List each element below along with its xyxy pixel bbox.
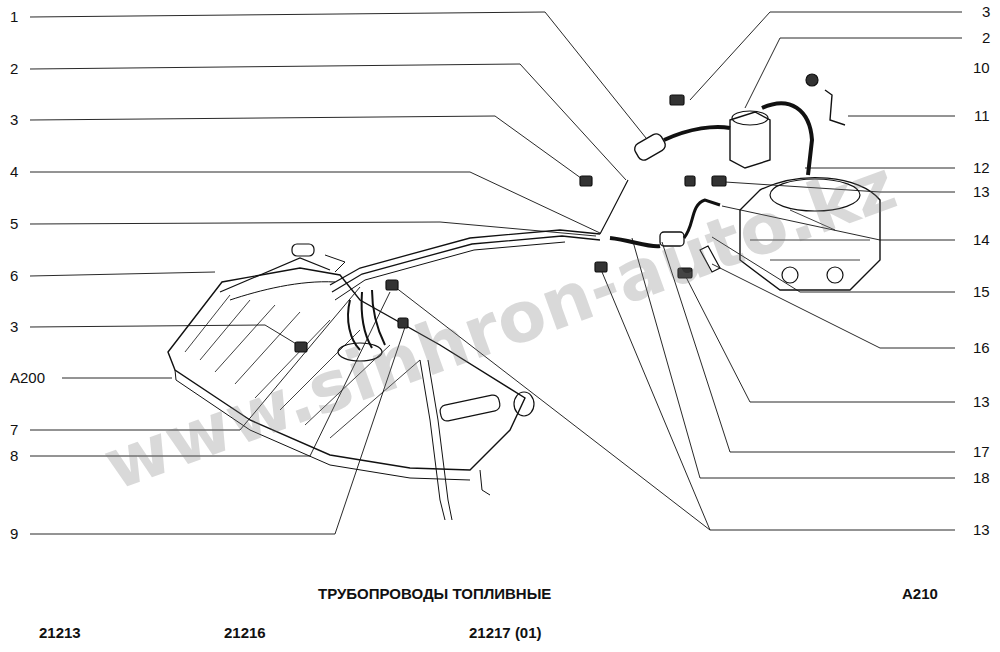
callout-number: 18 [971,469,992,487]
callout-number: 9 [8,525,20,543]
callout-number: 11 [972,107,992,125]
callout-number: 13 [971,183,992,201]
callout-number: 17 [971,443,992,461]
callout-number: 6 [8,267,20,285]
callout-number: 8 [8,447,20,465]
callout-number: 7 [8,421,20,439]
callout-number: 2 [8,60,20,78]
callout-number: 13 [971,393,992,411]
callout-number: 3 [980,3,992,21]
model-code: 21216 [222,624,268,642]
diagram-title: ТРУБОПРОВОДЫ ТОПЛИВНЫЕ [316,585,553,603]
callout-number: 3 [8,318,20,336]
callout-number: 3 [8,111,20,129]
callout-number: 16 [971,339,992,357]
callout-number: 4 [8,163,20,181]
callout-number: 2 [980,29,992,47]
callout-number: 5 [8,215,20,233]
callout-number: 13 [971,521,992,539]
callout-number: A200 [8,369,47,387]
callout-number: 15 [971,283,992,301]
callout-number: 12 [971,159,992,177]
model-code: 21213 [37,624,83,642]
callout-number: 10 [971,59,992,77]
callout-number: 1 [8,8,20,26]
model-code: A210 [900,585,940,603]
model-code: 21217 (01) [467,624,544,642]
callout-number: 14 [971,231,992,249]
